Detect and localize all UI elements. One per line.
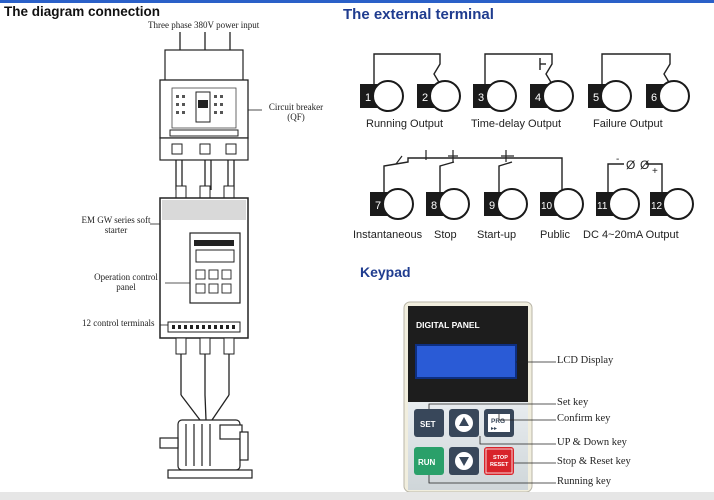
failure-output-label: Failure Output	[593, 118, 663, 130]
power-input-label: Three phase 380V power input	[148, 20, 260, 30]
terminal-number: 2	[422, 92, 428, 104]
stop-label: Stop	[434, 229, 457, 241]
svg-text:+: +	[652, 166, 658, 177]
public-label: Public	[540, 229, 570, 241]
prg-key-label: PRG	[491, 418, 505, 425]
svg-text:▸▸: ▸▸	[491, 426, 497, 432]
starter-label: EM GW series soft starter	[81, 215, 151, 235]
svg-text:Ø: Ø	[640, 158, 649, 172]
terminal-number: 9	[489, 200, 495, 212]
dc-output-label: DC 4~20mA Output	[583, 229, 679, 241]
confirm-key-desc: Confirm key	[557, 413, 611, 424]
instantaneous-label: Instantaneous	[353, 229, 423, 241]
run-key-label: RUN	[418, 458, 436, 467]
circuit-breaker	[159, 49, 249, 161]
set-key-desc: Set key	[557, 397, 589, 408]
set-key-label: SET	[420, 420, 436, 429]
svg-text:-: -	[616, 154, 619, 165]
terminal-diagram: Ø Ø - + 1 2 3 4 5 6 7 8 9 10 11 12	[360, 53, 694, 220]
terminal-number: 1	[365, 92, 371, 104]
terminal-number: 7	[375, 200, 381, 212]
terminal-number: 5	[593, 92, 599, 104]
diagram-heading: The diagram connection	[4, 4, 161, 19]
terminal-number: 12	[651, 201, 663, 212]
wiring-diagram	[150, 32, 262, 479]
running-key-desc: Running key	[557, 476, 611, 487]
terminal-number: 10	[541, 201, 553, 212]
terminals-label: 12 control terminals	[82, 318, 155, 328]
top-accent-bar	[0, 0, 714, 3]
keypad-heading: Keypad	[360, 264, 411, 280]
terminal-number: 4	[535, 92, 541, 104]
running-output-label: Running Output	[366, 118, 444, 130]
bottom-bar	[0, 492, 714, 500]
terminal-number: 3	[478, 92, 484, 104]
terminal-row-1	[360, 80, 690, 112]
keypad-illustration: DIGITAL PANEL SET PRG ▸▸ RUN STOP RESET	[403, 301, 556, 492]
terminal-heading: The external terminal	[343, 6, 494, 23]
stop-key-label: STOP	[493, 455, 508, 461]
panel-label: Operation control panel	[94, 272, 158, 292]
lcd-display	[415, 344, 517, 379]
motor	[159, 419, 253, 479]
keypad-title: DIGITAL PANEL	[416, 320, 480, 330]
reset-key-label: RESET	[490, 462, 509, 468]
time-delay-output-label: Time-delay Output	[471, 118, 562, 130]
stopreset-key-desc: Stop & Reset key	[557, 456, 631, 467]
terminal-number: 11	[597, 201, 608, 212]
lcd-display-label: LCD Display	[557, 355, 614, 366]
svg-text:Ø: Ø	[626, 158, 635, 172]
keys	[414, 409, 514, 475]
terminal-number: 8	[431, 200, 437, 212]
breaker-label: Circuit breaker (QF)	[268, 102, 324, 122]
terminal-number: 6	[651, 92, 657, 104]
startup-label: Start-up	[477, 229, 517, 241]
updown-key-desc: UP & Down key	[557, 437, 627, 448]
terminal-row-2	[370, 188, 694, 220]
